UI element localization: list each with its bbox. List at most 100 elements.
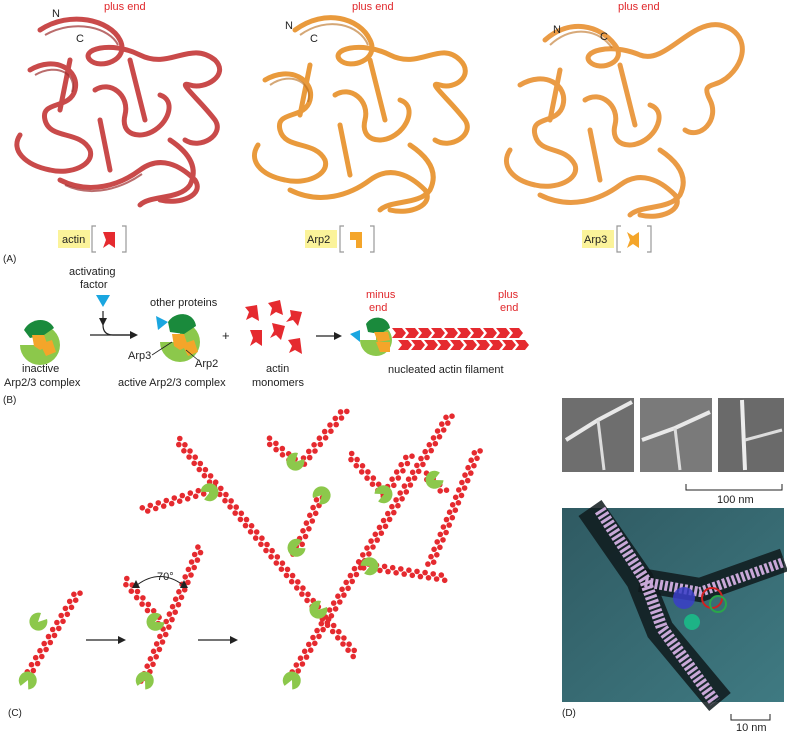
actin-bead [278, 566, 285, 572]
actin-bead [434, 552, 440, 558]
actin-bead [162, 631, 169, 638]
monomers-label-line1: actin [266, 363, 289, 375]
actin-bead [430, 435, 437, 441]
actin-bead [320, 626, 326, 633]
arp3-plus-end-label: plus end [618, 1, 660, 13]
actin-bead [258, 541, 264, 548]
actin-bead [144, 663, 150, 669]
actin-bead [145, 601, 152, 608]
actin-bead [233, 504, 239, 510]
filament-subunit [450, 340, 464, 350]
actin-bead [314, 627, 320, 634]
actin-bead [188, 572, 194, 578]
actin-bead [437, 488, 444, 494]
actin-bead [443, 529, 449, 536]
arp23-complex [360, 557, 379, 576]
actin-bead [72, 597, 79, 603]
actin-bead [222, 497, 228, 504]
actin-bead [279, 445, 286, 452]
arp23-complex [200, 483, 219, 502]
activating-factor-icon [96, 295, 110, 307]
actin-bead [150, 661, 156, 668]
actin-bead [60, 618, 66, 625]
actin-bead [156, 646, 163, 653]
actin-bead [471, 450, 478, 456]
actin-bead [434, 428, 441, 434]
actin-bead [464, 477, 471, 484]
actin-bead [318, 620, 325, 627]
actin-bead [365, 469, 371, 475]
actin-bead [300, 585, 306, 591]
actin-bead [376, 524, 383, 531]
actin-bead [302, 533, 309, 540]
plus-end-line2: end [500, 302, 518, 314]
actin-monomers [245, 300, 302, 354]
actin-bead [168, 500, 175, 507]
angle-label: 70° [157, 571, 174, 583]
actin-bead [404, 460, 411, 467]
actin-bead [294, 585, 300, 591]
actin-bead [175, 601, 182, 608]
actin-bead [269, 547, 275, 554]
actin-bead [307, 512, 313, 519]
actin-structure-shade [34, 25, 143, 193]
actin-bead [197, 549, 204, 556]
actin-bead [187, 448, 193, 454]
actin-bead [374, 537, 381, 543]
actin-bead [428, 447, 435, 454]
actin-bead [401, 571, 408, 577]
actin-bead [273, 560, 280, 566]
actin-bead [337, 409, 344, 415]
actin-bead [443, 487, 450, 494]
actin-bead [411, 475, 418, 481]
arp2-subunit-icon [350, 232, 362, 248]
arp23-complex [287, 538, 306, 557]
actin-bead [186, 454, 192, 460]
actin-bead [333, 421, 340, 428]
panel-a: N C plus end N C plus end N C plus end a… [3, 1, 745, 265]
actin-bead [301, 648, 308, 655]
actin-bead [309, 518, 316, 524]
actin-bead [389, 503, 395, 510]
actin-bead [377, 567, 383, 574]
actin-bead [288, 578, 295, 585]
actin-bead [150, 648, 157, 655]
actin-bead [166, 611, 173, 617]
actin-bead [139, 601, 145, 607]
actin-bead [247, 529, 254, 535]
actin-bead [306, 448, 312, 455]
activating-factor-line2: factor [80, 279, 108, 291]
arp23-complex [18, 671, 37, 690]
filament-subunits [392, 328, 529, 350]
actin-bead [353, 571, 360, 578]
actin-bead [34, 660, 41, 667]
actin-bead [336, 628, 342, 635]
monomers-label-line2: monomers [252, 377, 304, 389]
actin-bead [263, 547, 269, 554]
actin-bead [349, 578, 356, 585]
actin-bead [465, 464, 471, 471]
actin-bead [409, 469, 416, 476]
actin-bead [227, 504, 233, 510]
actin-bead [30, 667, 37, 674]
actin-bead [369, 481, 376, 488]
actin-bead [474, 455, 480, 462]
actin-bead [310, 634, 316, 641]
active-complex-label: active Arp2/3 complex [118, 377, 226, 389]
actin-bead [426, 442, 433, 448]
activating-factor-line1: activating [69, 266, 115, 278]
arp2-c-label: C [310, 33, 318, 45]
actin-bead [385, 510, 391, 517]
actin-bead [243, 516, 250, 523]
actin-bead [306, 454, 313, 461]
nucleated-filament [350, 317, 529, 356]
actin-bead [300, 528, 306, 534]
actin-bead [312, 510, 319, 517]
scale-bar-100nm [685, 484, 783, 491]
actin-bead [344, 408, 350, 415]
actin-plus-end-label: plus end [104, 1, 146, 13]
actin-bead [445, 420, 451, 426]
actin-bead [62, 605, 69, 612]
inactive-label-line1: inactive [22, 363, 59, 375]
panel-c-label: (C) [8, 708, 22, 719]
